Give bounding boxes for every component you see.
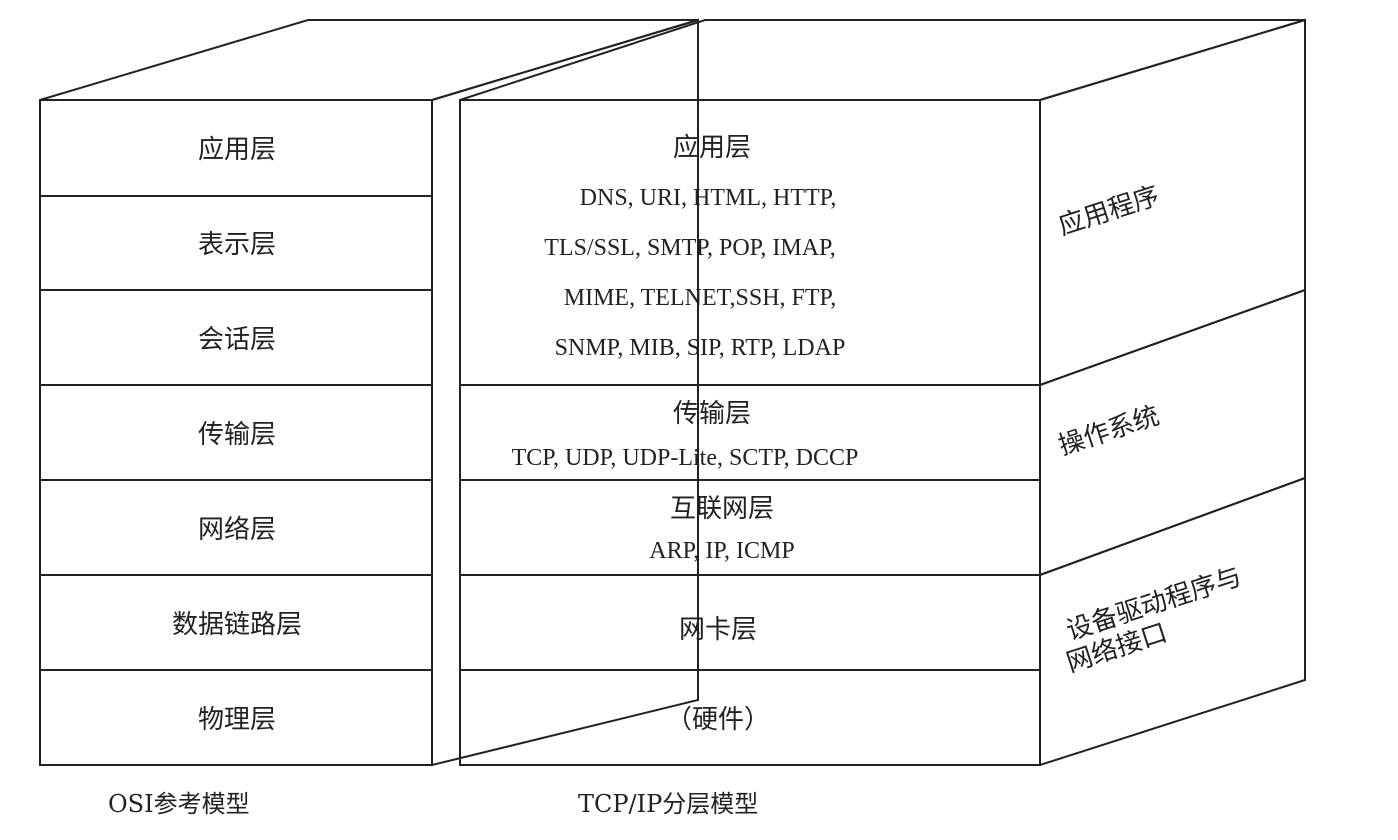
osi-layer-label: 数据链路层: [172, 610, 302, 640]
application-protocols-line: MIME, TELNET,SSH, FTP,: [564, 285, 836, 311]
osi-block: 应用层 表示层 会话层 传输层 网络层 数据链路层 物理层: [39, 18, 699, 767]
osi-layer-label: 传输层: [198, 420, 276, 450]
application-protocols-line: TLS/SSL, SMTP, POP, IMAP,: [544, 235, 835, 261]
internet-protocols: ARP, IP, ICMP: [649, 538, 794, 564]
tcpip-block: 应用层 DNS, URI, HTML, HTTP, TLS/SSL, SMTP,…: [459, 18, 1306, 767]
application-protocols-line: DNS, URI, HTML, HTTP,: [580, 185, 837, 211]
transport-protocols: TCP, UDP, UDP-Lite, SCTP, DCCP: [512, 445, 859, 471]
side-applications: [1039, 18, 1306, 387]
tcpip-link-label: 网卡层: [679, 615, 757, 645]
osi-layer-label: 物理层: [198, 705, 276, 735]
osi-layer-label: 应用层: [198, 135, 276, 165]
tcpip-internet-label: 互联网层: [670, 494, 774, 524]
osi-layer-label: 表示层: [198, 230, 276, 260]
application-protocols-line: SNMP, MIB, SIP, RTP, LDAP: [555, 335, 846, 361]
side-os-label: 操作系统: [1055, 401, 1163, 462]
osi-layer-label: 网络层: [198, 515, 276, 545]
osi-layer-physical: [39, 669, 433, 766]
tcpip-transport-label: 传输层: [673, 399, 751, 429]
side-applications-label: 应用程序: [1055, 181, 1163, 242]
tcpip-layer-hardware: [459, 669, 1041, 766]
tcpip-caption: TCP/IP分层模型: [578, 790, 758, 818]
osi-top-face: [39, 19, 699, 101]
osi-layer-label: 会话层: [198, 325, 276, 355]
tcpip-application-label: 应用层: [673, 133, 751, 163]
tcpip-hardware-label: （硬件）: [666, 705, 770, 735]
osi-caption: OSI参考模型: [108, 790, 250, 818]
tcpip-top-face: [459, 19, 1306, 101]
osi-side-face: [431, 18, 699, 767]
